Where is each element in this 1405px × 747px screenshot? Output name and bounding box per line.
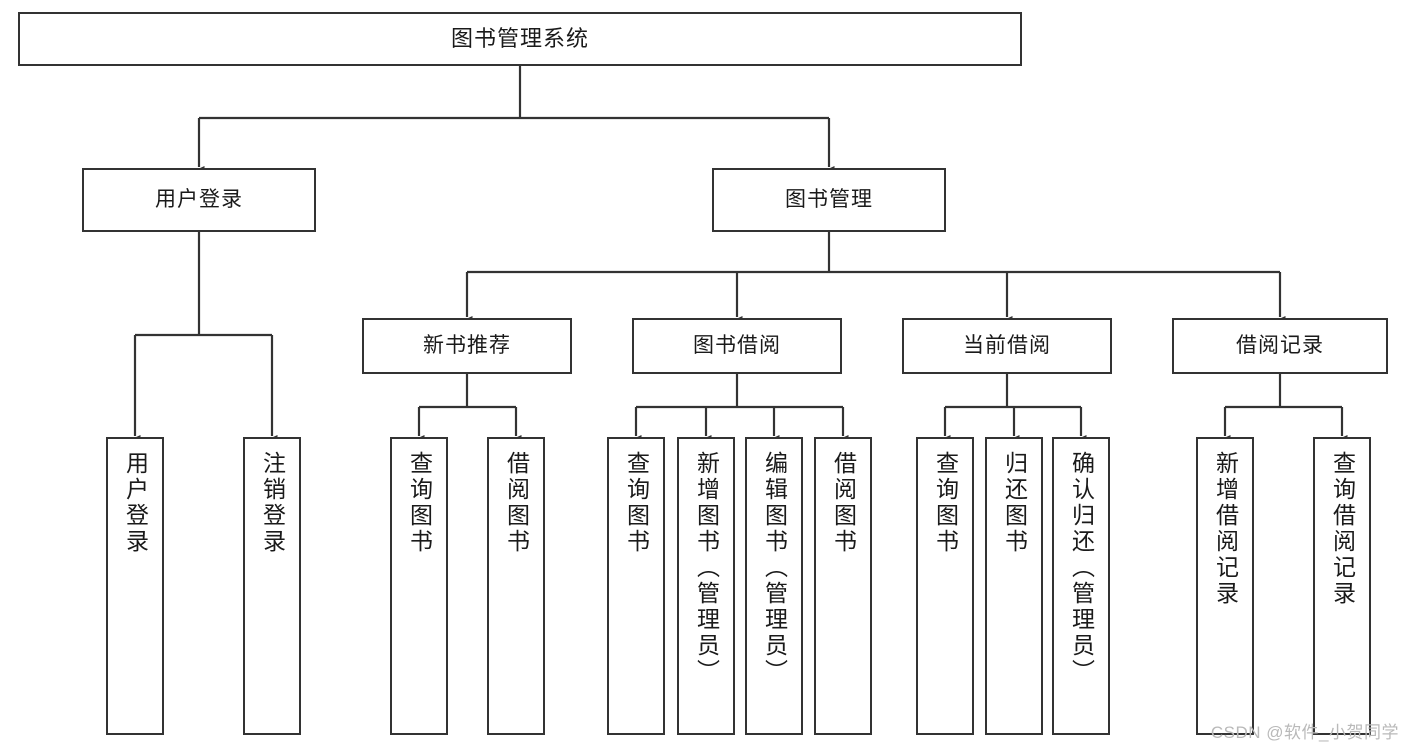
node-label: 查询借阅记录 xyxy=(1329,451,1356,607)
node-label: 编辑图书（管理员） xyxy=(761,451,788,685)
node-leaf-1[interactable]: 用户登录 xyxy=(106,437,164,735)
node-label: 借阅图书 xyxy=(830,451,857,555)
node-borrow[interactable]: 图书借阅 xyxy=(632,318,842,374)
node-label: 新增图书（管理员） xyxy=(693,451,720,685)
node-label: 用户登录 xyxy=(155,187,243,211)
node-label: 借阅图书 xyxy=(503,451,530,555)
node-leaf-2[interactable]: 注销登录 xyxy=(243,437,301,735)
node-leaf-3[interactable]: 查询图书 xyxy=(390,437,448,735)
node-leaf-5[interactable]: 查询图书 xyxy=(607,437,665,735)
node-label: 注销登录 xyxy=(259,451,286,555)
node-label: 确认归还（管理员） xyxy=(1068,451,1095,685)
node-leaf-6[interactable]: 新增图书（管理员） xyxy=(677,437,735,735)
node-label: 图书管理系统 xyxy=(450,26,589,52)
node-leaf-9[interactable]: 查询图书 xyxy=(916,437,974,735)
node-label: 归还图书 xyxy=(1001,451,1028,555)
node-root[interactable]: 图书管理系统 xyxy=(18,12,1022,66)
node-label: 新增借阅记录 xyxy=(1212,451,1239,607)
node-leaf-4[interactable]: 借阅图书 xyxy=(487,437,545,735)
node-current[interactable]: 当前借阅 xyxy=(902,318,1112,374)
node-label: 查询图书 xyxy=(406,451,433,555)
node-label: 用户登录 xyxy=(122,451,149,555)
node-label: 当前借阅 xyxy=(963,333,1051,357)
node-leaf-8[interactable]: 借阅图书 xyxy=(814,437,872,735)
node-leaf-13[interactable]: 查询借阅记录 xyxy=(1313,437,1371,735)
node-label: 新书推荐 xyxy=(423,333,511,357)
node-records[interactable]: 借阅记录 xyxy=(1172,318,1388,374)
node-leaf-10[interactable]: 归还图书 xyxy=(985,437,1043,735)
node-label: 图书借阅 xyxy=(693,333,781,357)
node-leaf-11[interactable]: 确认归还（管理员） xyxy=(1052,437,1110,735)
node-label: 查询图书 xyxy=(623,451,650,555)
watermark: CSDN @软件_小贺同学 xyxy=(1210,723,1399,742)
node-bookmgmt[interactable]: 图书管理 xyxy=(712,168,946,232)
node-label: 查询图书 xyxy=(932,451,959,555)
node-login[interactable]: 用户登录 xyxy=(82,168,316,232)
node-label: 借阅记录 xyxy=(1236,333,1324,357)
connector-lines xyxy=(129,66,1348,445)
node-label: 图书管理 xyxy=(785,187,873,211)
node-leaf-12[interactable]: 新增借阅记录 xyxy=(1196,437,1254,735)
node-newbooks[interactable]: 新书推荐 xyxy=(362,318,572,374)
node-leaf-7[interactable]: 编辑图书（管理员） xyxy=(745,437,803,735)
